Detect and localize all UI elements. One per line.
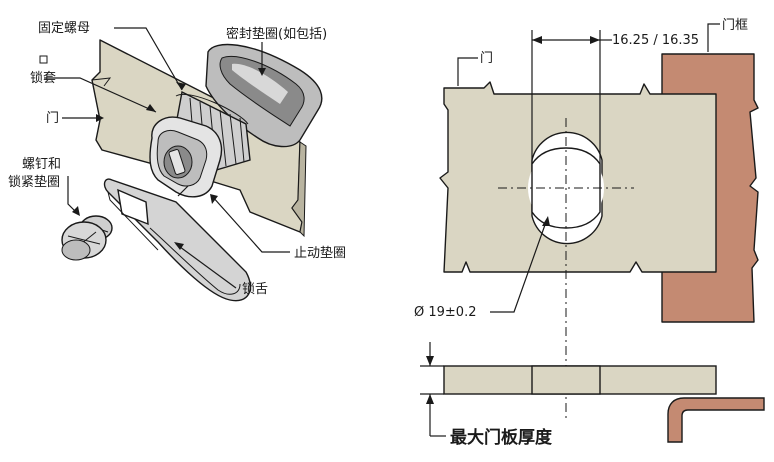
cutout-section bbox=[531, 365, 601, 395]
frame-section bbox=[667, 397, 765, 443]
label-max-thickness: 最大门板厚度 bbox=[450, 427, 553, 448]
reference-marker bbox=[39, 55, 48, 64]
label-screw-washer-2: 锁紧垫圈 bbox=[8, 174, 60, 190]
label-stop-washer: 止动垫圈 bbox=[294, 245, 346, 261]
cutout-drawing: 16.25 / 16.35 门 门框 Ø 19±0.2 最大门板厚度 bbox=[414, 18, 765, 448]
exploded-assembly: 固定螺母 密封垫圈(如包括) 锁套 门 螺钉和 锁紧垫圈 止动垫圈 锁舌 bbox=[8, 21, 346, 302]
label-door-left: 门 bbox=[46, 111, 59, 126]
label-sleeve: 锁套 bbox=[30, 70, 56, 86]
label-hole-diameter: Ø 19±0.2 bbox=[414, 305, 476, 320]
screw-shape bbox=[61, 215, 113, 261]
label-screw-washer-1: 螺钉和 bbox=[22, 157, 61, 172]
label-cutout-width: 16.25 / 16.35 bbox=[612, 33, 699, 48]
label-fixing-nut: 固定螺母 bbox=[38, 21, 90, 36]
label-frame: 门框 bbox=[722, 18, 748, 33]
cam-shape bbox=[103, 178, 251, 302]
label-cam: 锁舌 bbox=[242, 281, 268, 297]
label-seal-washer: 密封垫圈(如包括) bbox=[226, 26, 327, 42]
sleeve-shape bbox=[149, 116, 223, 198]
door-panel-break bbox=[91, 77, 112, 87]
label-door-right: 门 bbox=[480, 51, 493, 66]
door-panel-edge bbox=[291, 141, 307, 238]
